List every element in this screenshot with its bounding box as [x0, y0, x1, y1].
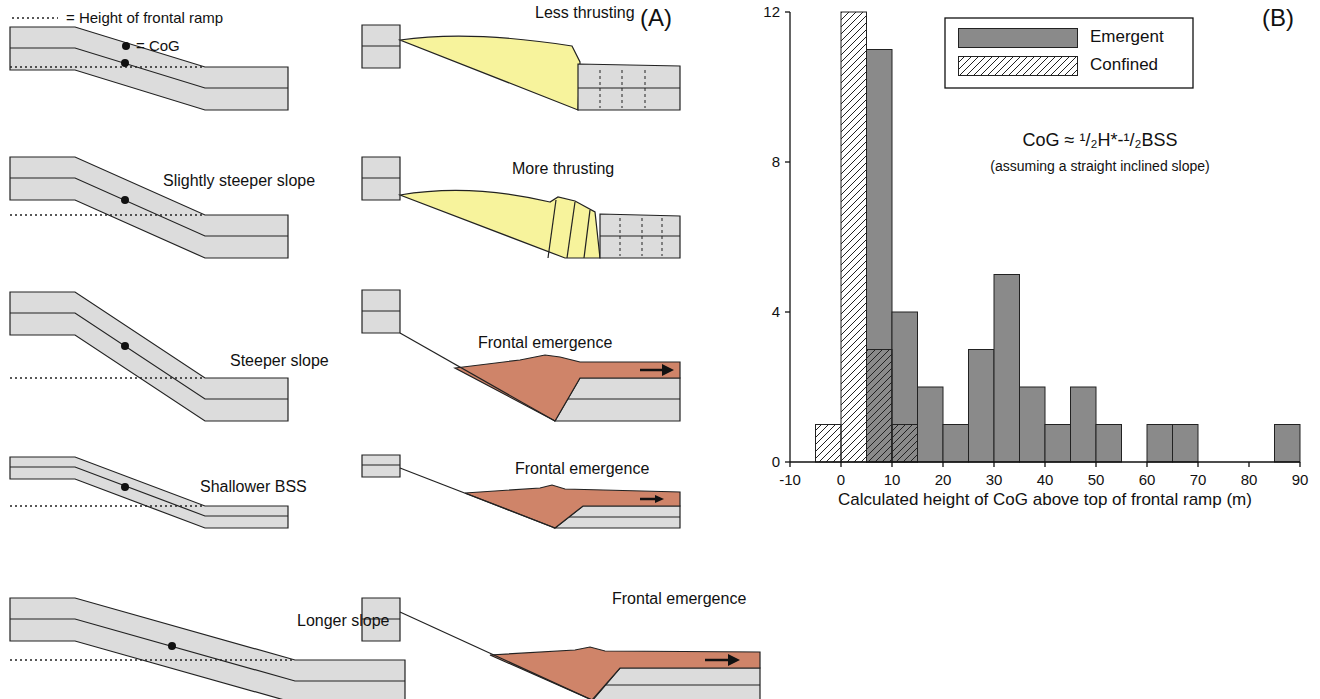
axis-tick: 12	[763, 3, 780, 20]
axis-tick: -10	[779, 471, 801, 488]
panel-label: Steeper slope	[230, 352, 329, 370]
key-text: = Height of frontal ramp	[66, 9, 223, 26]
emergent-bar	[969, 350, 995, 463]
emergent-bar	[918, 387, 944, 462]
axis-tick: 90	[1292, 471, 1309, 488]
axis-tick: 10	[884, 471, 901, 488]
axis-tick: 50	[1088, 471, 1105, 488]
confined-bar	[841, 12, 867, 462]
legend-text: Emergent	[1090, 27, 1164, 47]
axis-tick: 70	[1190, 471, 1207, 488]
panel-label: Less thrusting	[535, 4, 635, 22]
confined-bar	[892, 425, 918, 463]
axis-tick: 20	[935, 471, 952, 488]
axis-tick: 0	[837, 471, 845, 488]
axis-tick: 80	[1241, 471, 1258, 488]
axis-title: Calculated height of CoG above top of fr…	[838, 490, 1252, 510]
legend-swatch	[958, 56, 1078, 76]
panel-label: Frontal emergence	[612, 590, 746, 608]
emergent-bar	[1045, 425, 1071, 463]
emergent-bar	[867, 50, 893, 463]
panel-label: Frontal emergence	[515, 460, 649, 478]
panel-label: Frontal emergence	[478, 334, 612, 352]
axis-tick: 4	[772, 303, 780, 320]
panel-label: Slightly steeper slope	[163, 172, 315, 190]
axis-tick: 40	[1037, 471, 1054, 488]
panel-letter: (A)	[640, 4, 672, 32]
panel-label: Shallower BSS	[200, 478, 307, 496]
emergent-bar	[1096, 425, 1122, 463]
formula: CoG ≈ ¹/₂H*-¹/₂BSS	[1023, 130, 1178, 151]
emergent-bar	[1173, 425, 1199, 463]
emergent-bar	[1275, 425, 1301, 463]
axis-tick: 0	[772, 453, 780, 470]
emergent-bar	[1020, 387, 1046, 462]
panel-label: Longer slope	[297, 612, 390, 630]
panel-letter: (B)	[1262, 4, 1294, 32]
emergent-bar	[994, 275, 1020, 463]
panel-label: More thrusting	[512, 160, 614, 178]
key-text: = CoG	[136, 37, 180, 54]
confined-bar	[867, 350, 893, 463]
legend-swatch-fill	[959, 57, 1078, 76]
legend-text: Confined	[1090, 55, 1158, 75]
emergent-bar	[892, 312, 918, 462]
emergent-bar	[943, 425, 969, 463]
legend-swatch	[958, 28, 1078, 48]
confined-bar	[816, 425, 842, 463]
axis-tick: 30	[986, 471, 1003, 488]
emergent-bar	[1071, 387, 1097, 462]
note: (assuming a straight inclined slope)	[990, 158, 1209, 174]
axis-tick: 8	[772, 153, 780, 170]
axis-tick: 60	[1139, 471, 1156, 488]
emergent-bar	[1147, 425, 1173, 463]
